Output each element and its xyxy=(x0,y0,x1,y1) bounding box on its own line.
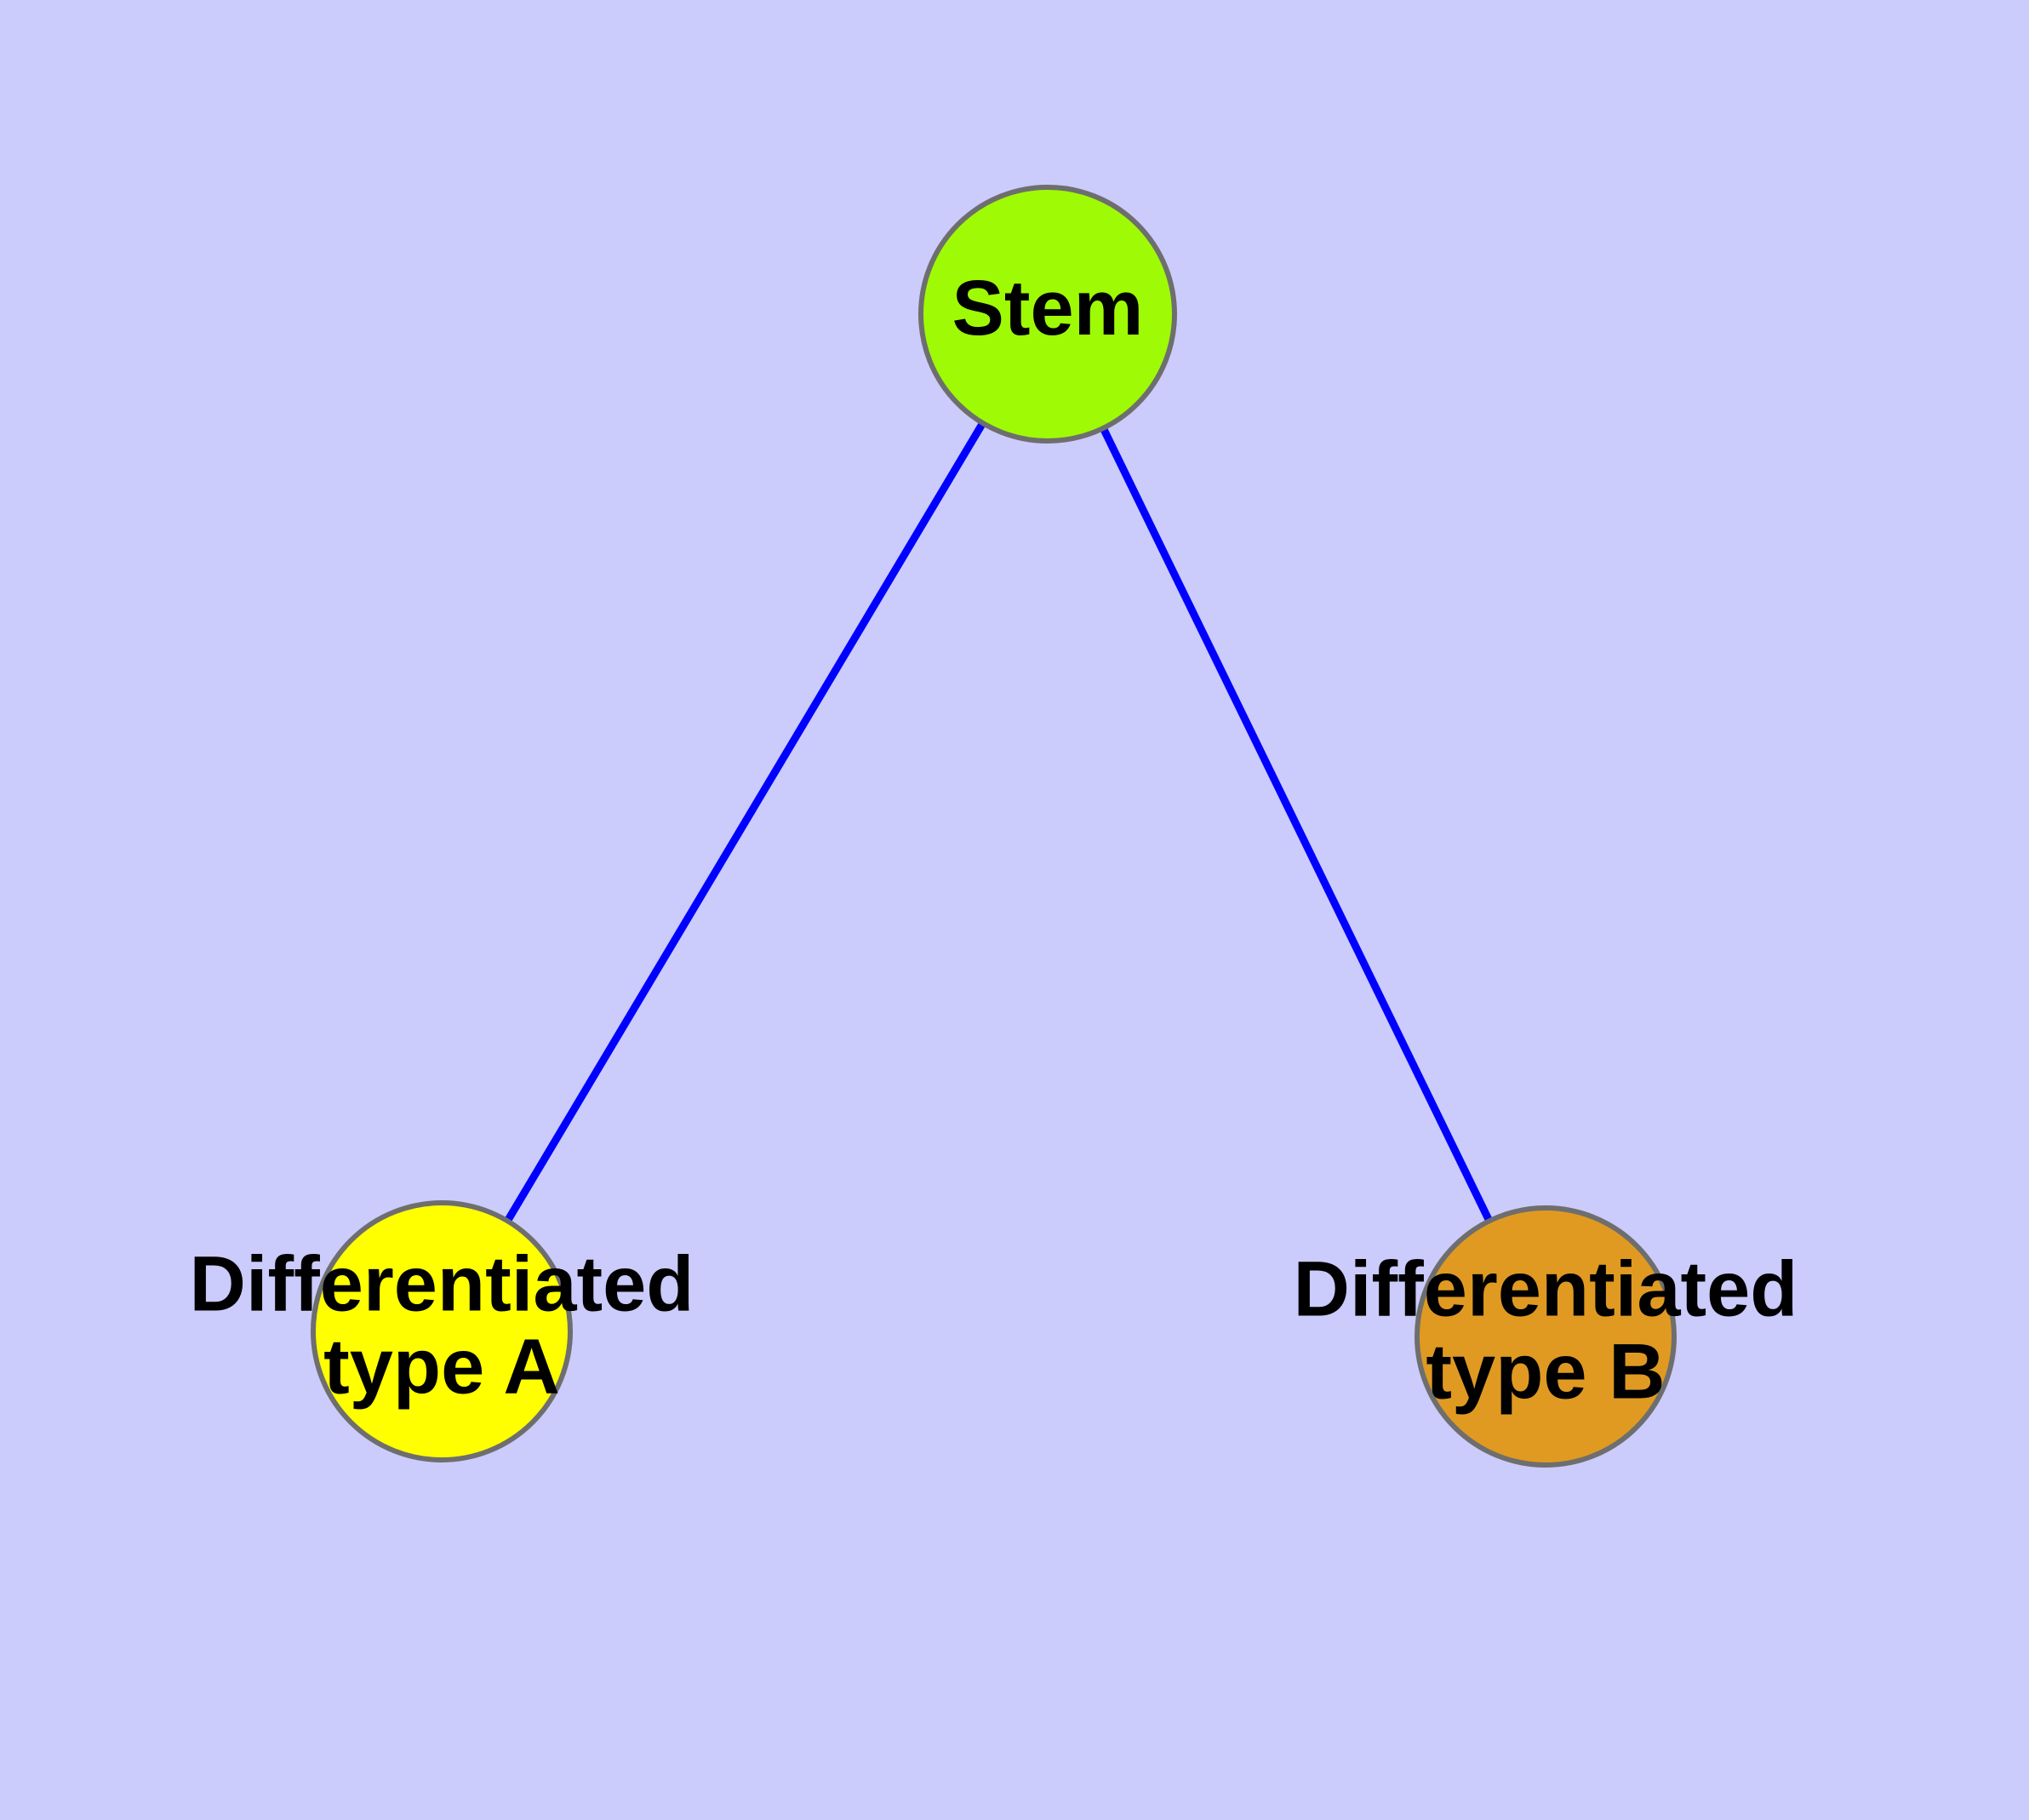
nodes-layer xyxy=(311,185,1677,1468)
graph-edge-stem-to-b[interactable] xyxy=(1043,312,1550,1338)
edges-layer xyxy=(438,312,1550,1338)
graph-node-label-stem: Stem xyxy=(952,265,1144,352)
graph-node-label-line: Differentiated xyxy=(190,1241,694,1328)
graph-edge-stem-to-a[interactable] xyxy=(438,312,1051,1334)
graph-node-label-line: type A xyxy=(323,1324,560,1411)
graph-node-stem[interactable] xyxy=(918,185,1177,444)
graph-node-label-line: Differentiated xyxy=(1294,1246,1798,1333)
graph-node-diff-b[interactable] xyxy=(1415,1205,1677,1468)
graph-node-diff-a[interactable] xyxy=(311,1200,573,1462)
graph-node-label-line: type B xyxy=(1426,1329,1665,1416)
graph-node-label-line: Stem xyxy=(952,265,1144,352)
